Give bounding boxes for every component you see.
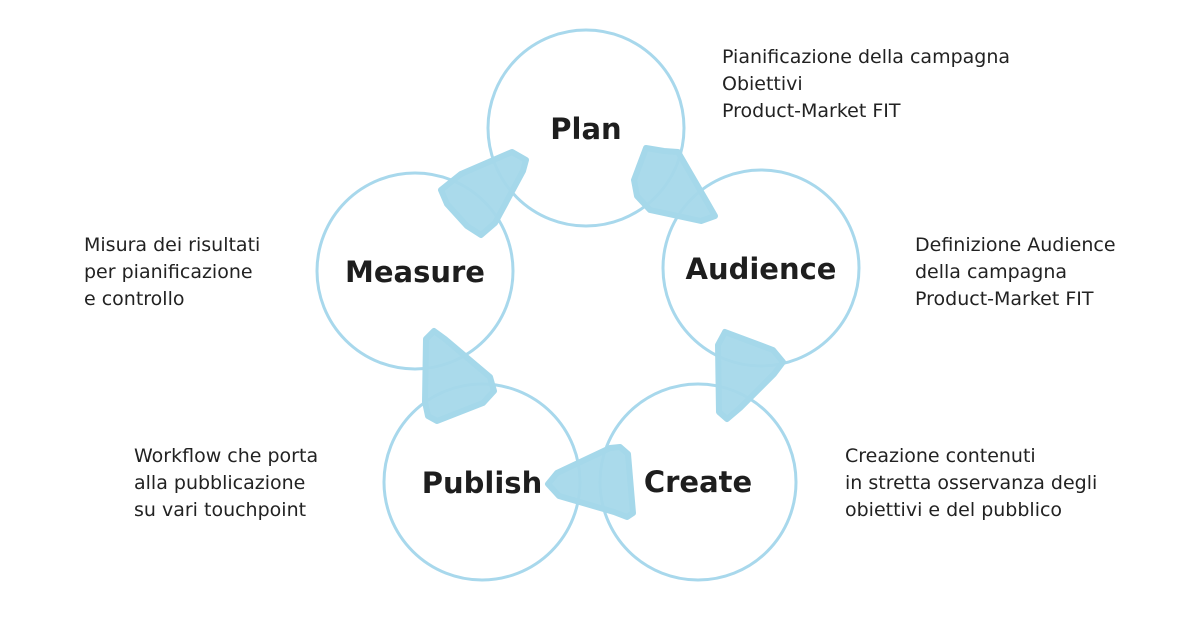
stage-label-plan: Plan: [550, 112, 621, 146]
description-line: obiettivi e del pubblico: [845, 499, 1063, 521]
stage-description-measure: Misura dei risultati per pianificazione …: [84, 232, 260, 313]
arrow-measure-to-plan-icon: [438, 149, 529, 238]
description-line: Workflow che porta: [134, 445, 319, 467]
description-line: alla pubblicazione: [134, 472, 306, 494]
arrow-publish-to-measure-icon: [422, 328, 497, 424]
description-line: Definizione Audience: [915, 234, 1116, 256]
description-line: Product-Market FIT: [915, 288, 1094, 310]
stage-circle-measure: [315, 171, 515, 371]
description-line: Pianificazione della campagna: [722, 46, 1011, 68]
description-line: per pianificazione: [84, 261, 253, 283]
description-line: della campagna: [915, 261, 1068, 283]
stage-description-publish: Workflow che porta alla pubblicazione su…: [134, 443, 318, 524]
description-line: su vari touchpoint: [134, 499, 307, 521]
description-line: e controllo: [84, 288, 185, 310]
description-line: Creazione contenuti: [845, 445, 1036, 467]
description-line: Misura dei risultati: [84, 234, 261, 256]
stage-circle-plan: [486, 28, 686, 228]
description-line: Obiettivi: [722, 73, 803, 95]
stage-label-create: Create: [644, 465, 752, 499]
description-line: Product-Market FIT: [722, 100, 901, 122]
stage-description-create: Creazione contenuti in stretta osservanz…: [845, 443, 1097, 524]
stage-description-audience: Definizione Audience della campagna Prod…: [915, 232, 1116, 313]
arrow-audience-to-create-icon: [715, 329, 786, 422]
arrow-create-to-publish-icon: [545, 444, 636, 520]
stage-label-measure: Measure: [345, 255, 485, 289]
arrow-plan-to-audience-icon: [631, 145, 718, 224]
stage-label-audience: Audience: [686, 252, 837, 286]
stage-description-plan: Pianificazione della campagna Obiettivi …: [722, 44, 1010, 125]
description-line: in stretta osservanza degli: [845, 472, 1098, 494]
stage-label-publish: Publish: [422, 466, 542, 500]
